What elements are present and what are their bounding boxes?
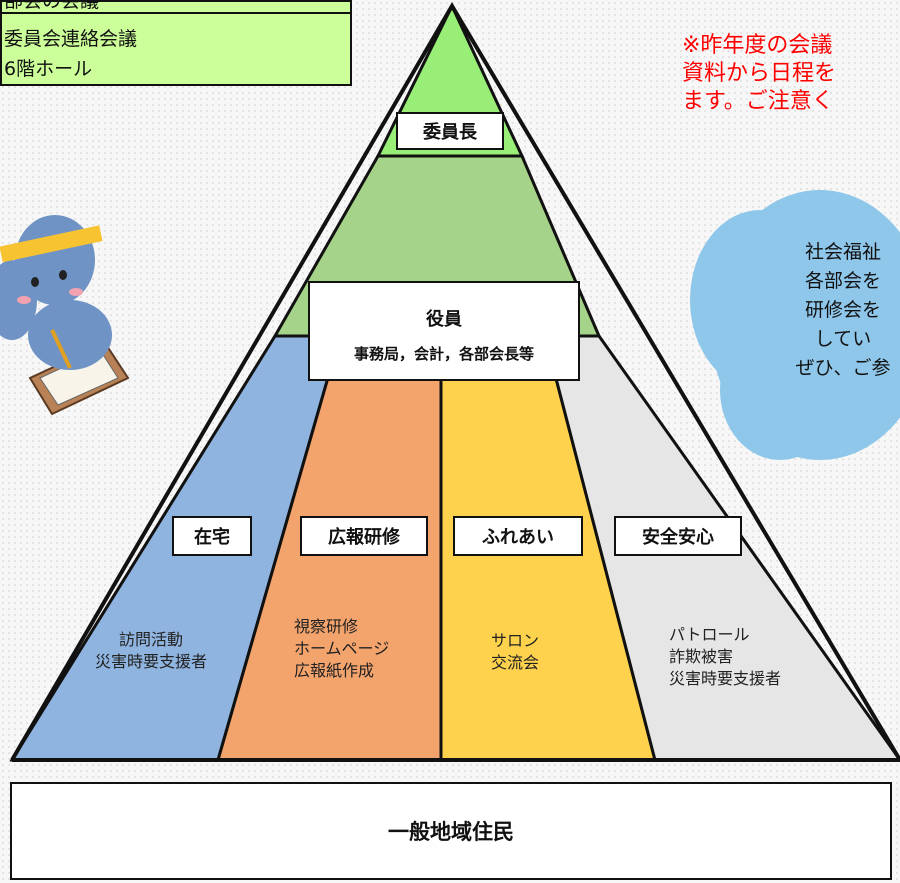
dept-items-anzen: パトロール 詐欺被害 災害時要支援者 — [669, 624, 781, 690]
dept-items-zaitaku: 訪問活動 災害時要支援者 — [95, 629, 207, 673]
bubble-line: 各部会を — [804, 270, 881, 292]
dept-item: サロン — [491, 631, 540, 650]
elephant-mascot-illustration — [0, 215, 130, 416]
officers-title: 役員 — [426, 309, 462, 330]
officers-subtitle: 事務局，会計，各部会長等 — [353, 345, 534, 363]
info-line-header: 部会の会議 — [4, 0, 100, 12]
dept-item: 広報紙作成 — [294, 661, 375, 680]
meeting-info-box: 部会の会議 委員会連絡会議 6階ホール — [0, 0, 352, 86]
dept-label-anzen: 安全安心 — [614, 516, 742, 556]
dept-items-fureai: サロン 交流会 — [491, 630, 539, 674]
dept-item: パトロール — [669, 625, 750, 644]
notice-text: ※昨年度の会議 資料から日程を ます。ご注意く — [682, 32, 900, 116]
notice-line: ※昨年度の会議 — [682, 33, 833, 58]
dept-items-kouhou: 視察研修 ホームページ 広報紙作成 — [294, 616, 389, 682]
dept-item: 視察研修 — [294, 617, 359, 636]
info-line-venue: 6階ホール — [4, 58, 93, 80]
dept-item: 訪問活動 — [119, 630, 184, 649]
notice-line: 資料から日程を — [682, 61, 837, 86]
notice-line: ます。ご注意く — [682, 89, 834, 114]
bubble-line: してい — [814, 328, 872, 350]
bubble-line: 研修会を — [804, 299, 881, 321]
chairperson-label: 委員長 — [396, 112, 504, 150]
dept-item: 災害時要支援者 — [669, 669, 782, 688]
dept-item: 災害時要支援者 — [95, 652, 208, 671]
dept-item: 詐欺被害 — [669, 647, 734, 666]
dept-label-kouhou: 広報研修 — [300, 516, 428, 556]
info-divider — [2, 12, 350, 14]
bubble-line: 社会福祉 — [804, 241, 881, 263]
dept-label-fureai: ふれあい — [453, 516, 583, 556]
dept-label-zaitaku: 在宅 — [172, 516, 252, 556]
bubble-line: ぜひ、ご参 — [795, 357, 891, 379]
speech-bubble — [690, 190, 900, 460]
residents-base-box: 一般地域住民 — [10, 782, 892, 880]
officers-box: 役員 事務局，会計，各部会長等 — [308, 281, 580, 381]
dept-item: ホームページ — [294, 639, 390, 658]
speech-bubble-text: 社会福祉 各部会を 研修会を してい ぜひ、ご参 — [728, 238, 900, 383]
info-line-meeting: 委員会連絡会議 — [4, 28, 138, 50]
dept-item: 交流会 — [491, 653, 540, 672]
